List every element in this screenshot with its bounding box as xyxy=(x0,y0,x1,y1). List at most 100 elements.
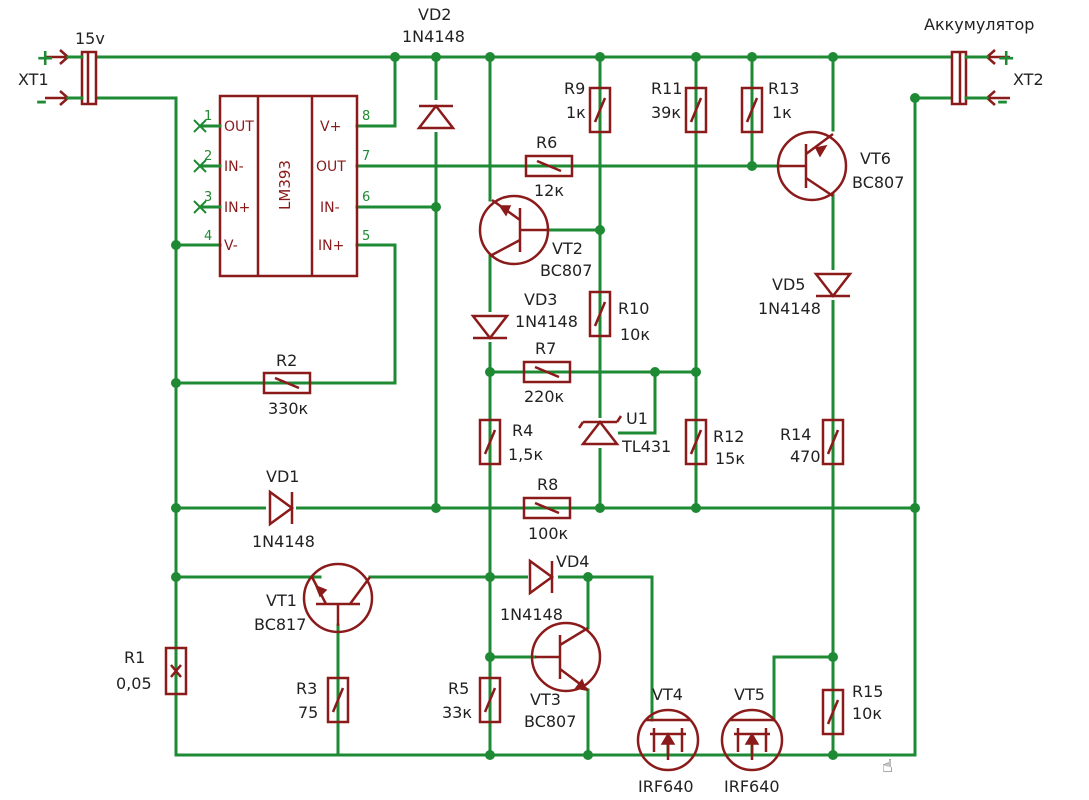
diode-vd2: VD2 1N4148 xyxy=(402,5,465,132)
r13-value: 1к xyxy=(772,103,792,122)
xt1-plus-sign: + xyxy=(36,46,54,71)
pin4-num: 4 xyxy=(204,229,212,244)
pin7-name: OUT xyxy=(316,159,346,175)
pin2-name: IN- xyxy=(224,159,244,175)
transistor-vt6: VT6 BC807 xyxy=(776,130,904,202)
vt3-ref: VT3 xyxy=(530,690,561,709)
vd1-value: 1N4148 xyxy=(252,532,315,551)
r7-value: 220к xyxy=(524,387,565,406)
r5-value: 33к xyxy=(442,703,472,722)
connector-xt2: + – XT2 Аккумулятор xyxy=(924,15,1044,114)
vt1-value: BC817 xyxy=(254,615,306,634)
vt5-ref: VT5 xyxy=(734,685,765,704)
junction-dots xyxy=(171,52,920,760)
vt2-value: BC807 xyxy=(540,261,592,280)
resistor-r1: R1 0,05 xyxy=(116,646,188,696)
xt1-minus-sign: – xyxy=(36,89,47,114)
r15-ref: R15 xyxy=(852,682,883,701)
vt5-value: IRF640 xyxy=(724,777,780,796)
resistor-r2: R2 330к xyxy=(262,351,312,418)
r7-ref: R7 xyxy=(535,339,556,358)
resistor-r10: R10 10к xyxy=(588,290,650,344)
r13-ref: R13 xyxy=(768,79,799,98)
r3-value: 75 xyxy=(298,703,318,722)
resistor-r9: R9 1к xyxy=(564,79,612,134)
vd2-value: 1N4148 xyxy=(402,27,465,46)
diode-vd3: VD3 1N4148 xyxy=(470,290,578,342)
r8-value: 100к xyxy=(528,524,569,543)
r10-value: 10к xyxy=(620,325,650,344)
r15-value: 10к xyxy=(852,704,882,723)
pin3-num: 3 xyxy=(204,190,212,205)
mosfet-vt4: VT4 IRF640 xyxy=(636,685,700,796)
pin4-name: V- xyxy=(224,238,238,254)
xt1-label: 15v xyxy=(75,29,105,48)
transistor-vt3: VT3 BC807 xyxy=(524,621,602,731)
r6-value: 12к xyxy=(534,181,564,200)
vd2-ref: VD2 xyxy=(418,5,451,24)
r10-ref: R10 xyxy=(618,299,649,318)
xt2-ref: XT2 xyxy=(1013,70,1044,89)
r5-ref: R5 xyxy=(448,679,469,698)
pin1-num: 1 xyxy=(204,109,212,124)
r14-ref: R14 xyxy=(780,425,811,444)
u1-ref: U1 xyxy=(626,409,648,428)
shunt-regulator-u1: U1 TL431 xyxy=(577,409,671,456)
diode-vd1: VD1 1N4148 xyxy=(252,467,315,551)
r14-value: 470 xyxy=(790,447,821,466)
transistor-vt1: VT1 BC817 xyxy=(254,562,374,634)
r4-ref: R4 xyxy=(512,421,533,440)
r9-value: 1к xyxy=(566,103,586,122)
r11-value: 39к xyxy=(651,103,681,122)
vt3-value: BC807 xyxy=(524,712,576,731)
r9-ref: R9 xyxy=(564,79,585,98)
vd3-value: 1N4148 xyxy=(515,312,578,331)
transistor-vt2: VT2 BC807 xyxy=(478,194,592,280)
vt6-ref: VT6 xyxy=(860,149,891,168)
vd4-ref: VD4 xyxy=(556,552,589,571)
resistor-r4: R4 1,5к xyxy=(478,418,543,466)
pin5-num: 5 xyxy=(362,229,370,244)
vt2-ref: VT2 xyxy=(552,239,583,258)
resistor-r7: R7 220к xyxy=(522,339,572,406)
resistor-r6: R6 12к xyxy=(524,133,574,200)
resistor-r3: R3 75 xyxy=(296,676,350,724)
vt6-value: BC807 xyxy=(852,173,904,192)
pin2-num: 2 xyxy=(204,149,212,164)
xt1-ref: XT1 xyxy=(18,70,49,89)
pin8-num: 8 xyxy=(362,109,370,124)
vt1-ref: VT1 xyxy=(266,591,297,610)
vd1-ref: VD1 xyxy=(266,467,299,486)
r4-value: 1,5к xyxy=(508,445,543,464)
resistor-r15: R15 10к xyxy=(821,682,883,736)
pin3-name: IN+ xyxy=(224,200,250,216)
resistor-r8: R8 100к xyxy=(522,475,572,543)
hand-pointer-icon: ☝ xyxy=(882,756,893,777)
u1-value: TL431 xyxy=(621,437,671,456)
pin6-name: IN- xyxy=(320,200,340,216)
connector-xt1: + – XT1 15v xyxy=(18,29,105,114)
ic-lm393: LM393 1 2 3 4 OUT IN- IN+ V- 8 7 6 5 V+ … xyxy=(193,94,370,278)
resistor-r5: R5 33к xyxy=(442,676,502,724)
r8-ref: R8 xyxy=(537,475,558,494)
r1-ref: R1 xyxy=(124,648,145,667)
r3-ref: R3 xyxy=(296,679,317,698)
vt4-ref: VT4 xyxy=(652,685,683,704)
pin1-name: OUT xyxy=(224,119,254,135)
r11-ref: R11 xyxy=(651,79,682,98)
pin5-name: IN+ xyxy=(318,238,344,254)
vd5-value: 1N4148 xyxy=(758,299,821,318)
ic-name: LM393 xyxy=(276,160,294,210)
diode-vd5: VD5 1N4148 xyxy=(758,270,853,318)
r12-ref: R12 xyxy=(713,427,744,446)
vd3-ref: VD3 xyxy=(524,290,557,309)
r1-value: 0,05 xyxy=(116,674,152,693)
resistor-r12: R12 15к xyxy=(684,418,745,468)
diode-vd4: VD4 1N4148 xyxy=(500,552,589,624)
pin8-name: V+ xyxy=(320,119,341,135)
r6-ref: R6 xyxy=(536,133,557,152)
r2-value: 330к xyxy=(268,399,309,418)
vd5-ref: VD5 xyxy=(772,275,805,294)
xt2-minus-sign: – xyxy=(997,89,1008,114)
